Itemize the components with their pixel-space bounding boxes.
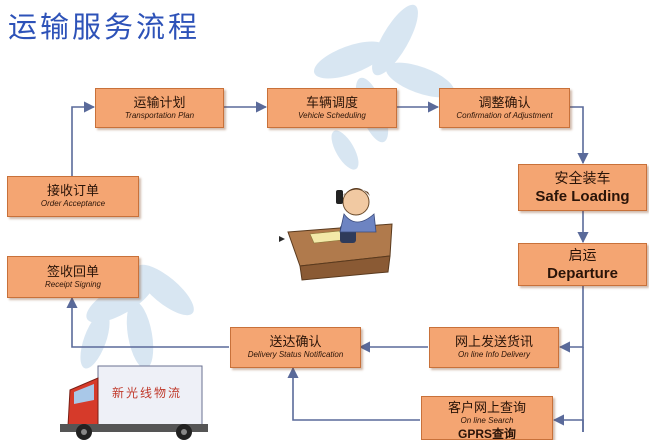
step-confirm-zh: 调整确认 bbox=[478, 95, 531, 111]
step-online-delivery-en: On line Info Delivery bbox=[457, 350, 531, 359]
arrow-departure-to-online-delivery bbox=[558, 284, 584, 353]
step-loading-en: Safe Loading bbox=[535, 187, 630, 205]
step-departure-zh: 启运 bbox=[568, 247, 597, 264]
step-order-zh: 接收订单 bbox=[46, 184, 99, 199]
truck-illustration bbox=[60, 365, 208, 440]
step-delivery-status-zh: 送达确认 bbox=[269, 335, 322, 350]
step-schedule-en: Vehicle Scheduling bbox=[298, 110, 366, 120]
step-search-extra: GPRS查询 bbox=[457, 427, 516, 440]
step-online-info-delivery: 网上发送货讯 On line Info Delivery bbox=[429, 327, 559, 368]
step-delivery-status-notification: 送达确认 Delivery Status Notification bbox=[230, 327, 361, 368]
page-title: 运输服务流程 bbox=[8, 10, 201, 44]
step-order-acceptance: 接收订单 Order Acceptance bbox=[7, 176, 139, 217]
flow-arrows bbox=[66, 101, 589, 432]
step-receipt-en: Receipt Signing bbox=[44, 279, 102, 289]
step-schedule-zh: 车辆调度 bbox=[305, 95, 358, 111]
truck-label: 新光线物流 bbox=[112, 386, 183, 400]
step-confirm-en: Confirmation of Adjustment bbox=[456, 110, 553, 120]
arrow-confirm-to-loading bbox=[569, 106, 589, 165]
arrow-delivery-status-to-receipt bbox=[66, 296, 229, 348]
step-plan-zh: 运输计划 bbox=[133, 95, 186, 111]
step-plan-en: Transportation Plan bbox=[124, 110, 195, 120]
step-online-search: 客户网上查询 On line Search GPRS查询 bbox=[421, 396, 553, 440]
step-confirmation-of-adjustment: 调整确认 Confirmation of Adjustment bbox=[439, 88, 570, 128]
step-departure: 启运 Departure bbox=[518, 243, 647, 286]
arrow-search-to-delivery-status bbox=[287, 366, 420, 421]
clerk-illustration bbox=[279, 188, 393, 281]
step-transportation-plan: 运输计划 Transportation Plan bbox=[95, 88, 224, 128]
arrow-order-to-plan bbox=[71, 101, 96, 176]
step-receipt-zh: 签收回单 bbox=[46, 264, 99, 280]
step-search-en: On line Search bbox=[460, 416, 514, 425]
step-delivery-status-en: Delivery Status Notification bbox=[247, 350, 344, 359]
step-order-en: Order Acceptance bbox=[40, 199, 106, 208]
step-departure-en: Departure bbox=[547, 264, 618, 282]
step-search-zh: 客户网上查询 bbox=[447, 401, 526, 416]
background-flower-top bbox=[313, 4, 455, 170]
step-safe-loading: 安全装车 Safe Loading bbox=[518, 164, 647, 211]
step-vehicle-scheduling: 车辆调度 Vehicle Scheduling bbox=[267, 88, 397, 128]
step-receipt-signing: 签收回单 Receipt Signing bbox=[7, 256, 139, 298]
step-loading-zh: 安全装车 bbox=[554, 170, 611, 187]
step-online-delivery-zh: 网上发送货讯 bbox=[454, 335, 533, 350]
